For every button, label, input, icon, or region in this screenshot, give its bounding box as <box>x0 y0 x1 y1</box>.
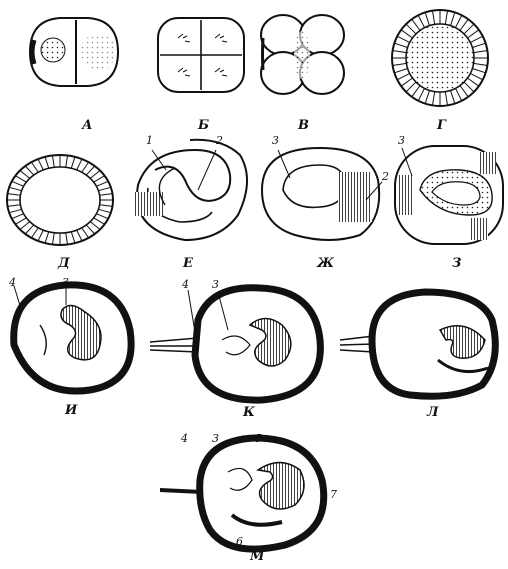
panel-zh-drawing <box>262 148 382 240</box>
panel-k-drawing <box>150 288 320 400</box>
panel-m-drawing <box>160 438 324 549</box>
panel-b-drawing <box>158 18 244 92</box>
panel-label-k: К <box>242 405 255 420</box>
callout-z-3: 3 <box>398 134 405 147</box>
panel-g-drawing <box>392 10 488 106</box>
panel-label-z: З <box>452 256 461 271</box>
callout-zh-2: 2 <box>381 170 389 183</box>
callout-k-3: 3 <box>212 278 219 291</box>
panel-label-v: В <box>297 118 309 133</box>
callout-m-5: 5 <box>255 432 262 445</box>
callout-m-6: 6 <box>236 535 243 548</box>
panel-v-drawing <box>261 15 344 94</box>
callout-m-3: 3 <box>212 432 219 445</box>
panel-label-i: И <box>64 403 78 418</box>
panel-i-drawing <box>14 285 131 391</box>
panel-l-drawing <box>340 292 495 396</box>
panel-label-l: Л <box>426 405 439 420</box>
panel-label-e: Е <box>182 256 194 271</box>
panel-d-drawing <box>7 155 113 245</box>
callout-e-2: 2 <box>215 134 223 147</box>
callout-m-4: 4 <box>180 432 188 445</box>
panel-label-a: А <box>81 118 93 133</box>
panel-label-g: Г <box>436 118 447 133</box>
callout-i-3: 3 <box>62 276 69 289</box>
panel-label-d: Д <box>57 256 70 271</box>
callout-e-1: 1 <box>146 134 153 147</box>
callout-i-4: 4 <box>8 276 16 289</box>
panel-e-drawing <box>133 140 247 240</box>
callout-zh-3: 3 <box>272 134 279 147</box>
panel-z-drawing <box>395 146 503 244</box>
panel-label-b: Б <box>197 118 209 133</box>
panel-label-zh: Ж <box>316 256 335 271</box>
callout-m-7: 7 <box>330 488 337 501</box>
panel-a-drawing <box>30 18 118 86</box>
panel-label-m: М <box>249 549 265 564</box>
callout-k-4: 4 <box>181 278 189 291</box>
